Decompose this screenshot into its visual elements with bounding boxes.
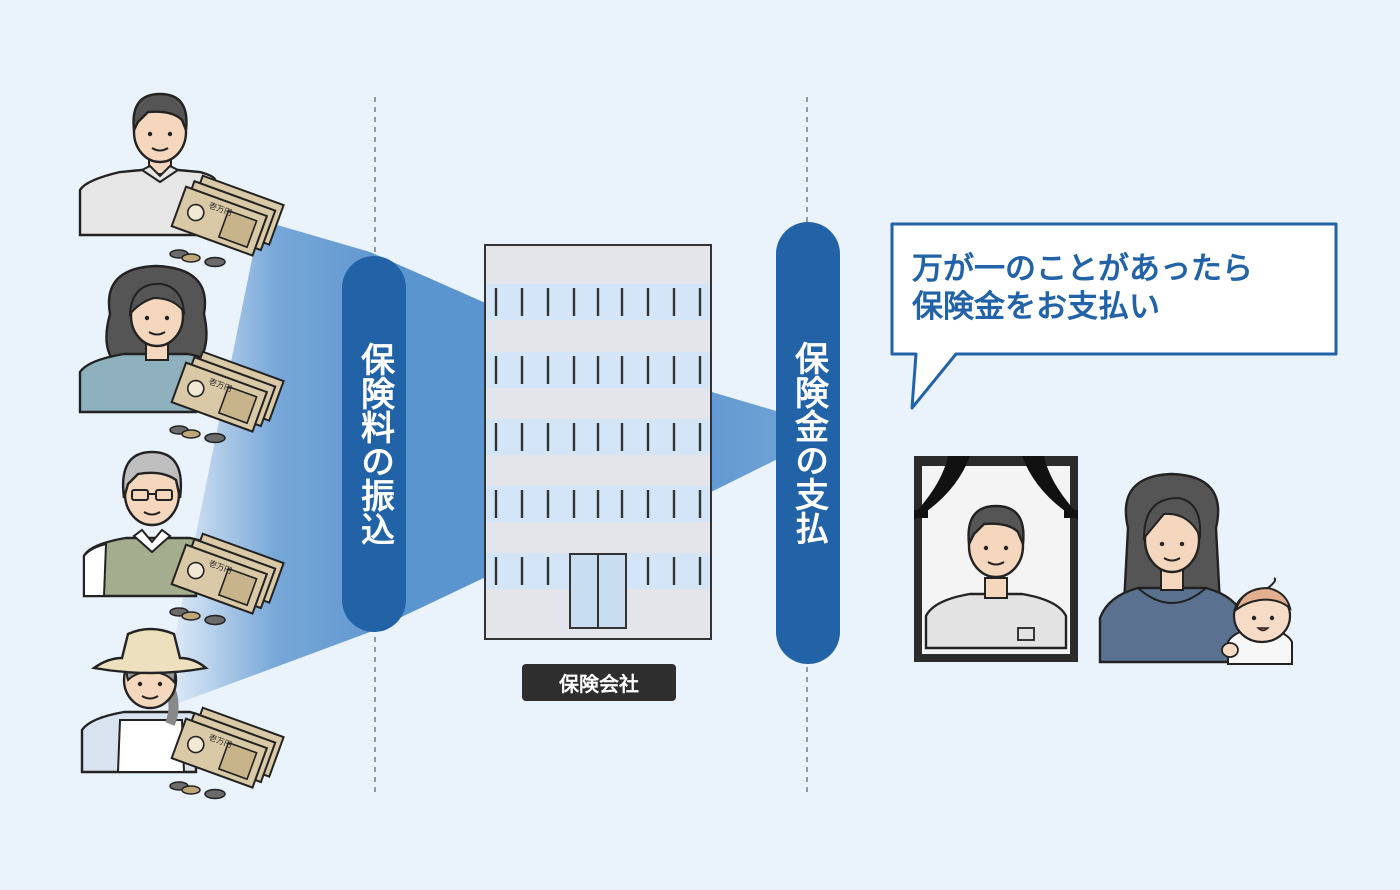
insurance-company-label: 保険会社	[522, 664, 676, 701]
money-icon: 壱万円	[165, 712, 283, 802]
baby-icon	[1220, 580, 1300, 666]
speech-line-1: 万が一のことがあったら	[912, 250, 1322, 288]
benefit-payment-pill: 保険金の支払	[776, 222, 840, 664]
money-icon: 壱万円	[165, 180, 283, 270]
building-icon	[484, 244, 712, 640]
premium-payment-pill: 保険料の振込	[342, 256, 406, 632]
money-icon: 壱万円	[165, 538, 283, 628]
premium-payment-label: 保険料の振込	[354, 342, 395, 546]
benefit-payment-label: 保険金の支払	[788, 341, 829, 545]
money-icon: 壱万円	[165, 356, 283, 446]
speech-line-2: 保険金をお支払い	[912, 288, 1322, 326]
memorial-portrait-icon	[912, 454, 1080, 664]
speech-bubble-text: 万が一のことがあったら 保険金をお支払い	[912, 250, 1322, 326]
